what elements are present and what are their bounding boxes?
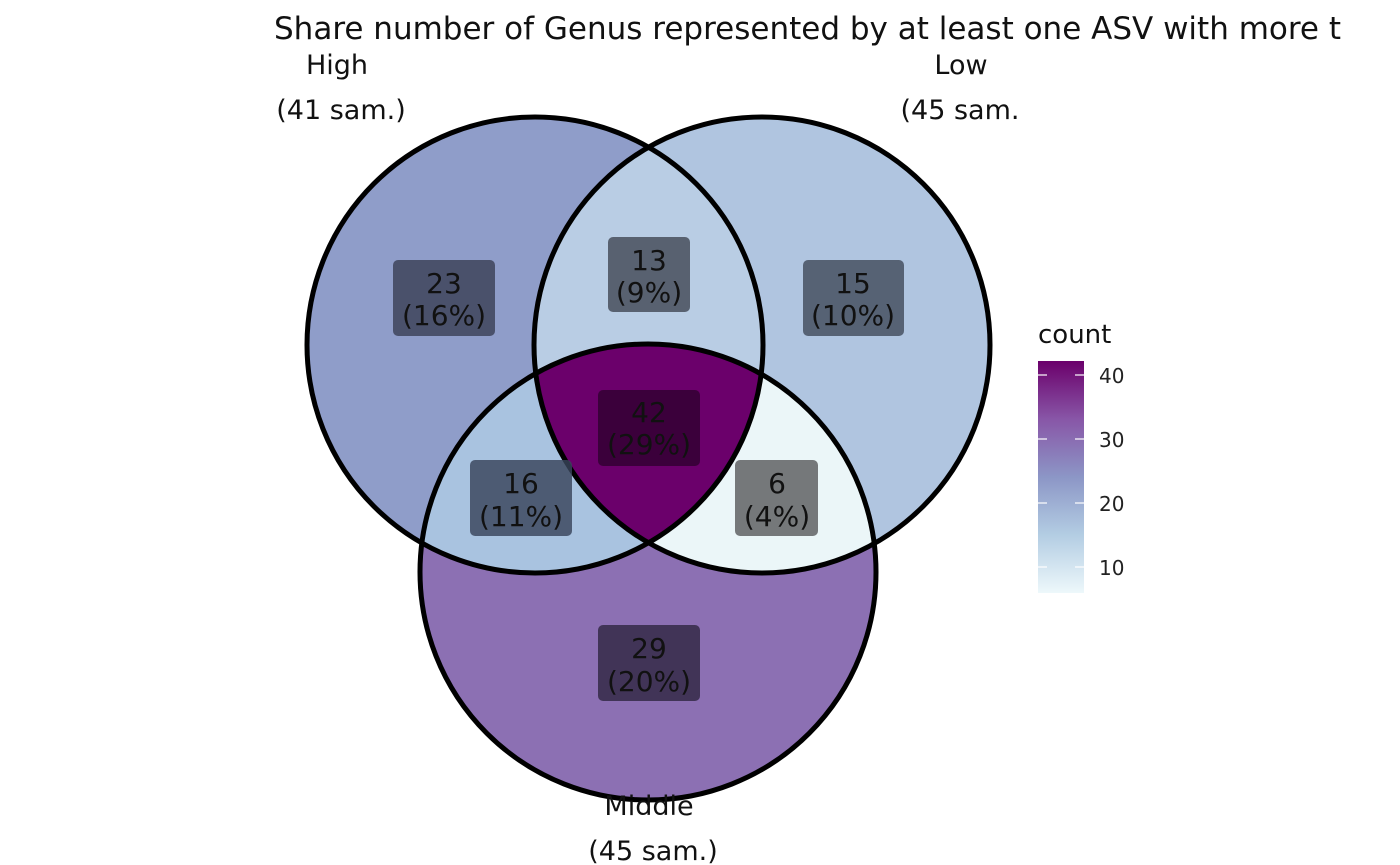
venn-outlines bbox=[304, 114, 993, 803]
legend-tick-label: 20 bbox=[1099, 492, 1124, 516]
legend-tick-label: 30 bbox=[1099, 428, 1124, 452]
label-box bbox=[735, 460, 818, 536]
region-count: 13 bbox=[631, 244, 667, 277]
circle-low bbox=[531, 114, 993, 576]
region-label-middle-only: 29 (20%) bbox=[598, 625, 700, 701]
region-label-high-only: 23 (16%) bbox=[393, 260, 495, 336]
legend-tick-label: 40 bbox=[1099, 364, 1124, 388]
set-label-low: Low (45 sam. bbox=[901, 50, 1020, 126]
label-box bbox=[470, 460, 572, 536]
region-count: 6 bbox=[768, 467, 786, 500]
region-count: 29 bbox=[631, 632, 667, 665]
region-percent: (16%) bbox=[402, 299, 486, 332]
label-box bbox=[608, 237, 690, 312]
label-box bbox=[803, 260, 904, 336]
set-name: Low bbox=[934, 50, 987, 81]
region-count: 23 bbox=[426, 267, 462, 300]
set-samples: (41 sam.) bbox=[276, 95, 406, 126]
legend-tick-label: 10 bbox=[1099, 556, 1124, 580]
region-percent: (4%) bbox=[744, 500, 810, 533]
legend-title: count bbox=[1038, 320, 1111, 350]
legend-tick-marks bbox=[1038, 374, 1084, 568]
region-percent: (29%) bbox=[607, 428, 691, 461]
set-label-middle: Middle (45 sam.) bbox=[588, 791, 718, 865]
set-label-high: High (41 sam.) bbox=[276, 50, 406, 126]
region-label-all-three: 42 (29%) bbox=[598, 390, 700, 466]
circle-high bbox=[304, 114, 766, 576]
region-count: 42 bbox=[631, 396, 667, 429]
set-samples: (45 sam.) bbox=[588, 836, 718, 865]
label-box bbox=[393, 260, 495, 336]
color-legend: count 40 30 20 10 bbox=[1038, 320, 1124, 593]
set-name: Middle bbox=[604, 791, 693, 822]
region-label-high-low: 13 (9%) bbox=[608, 237, 690, 312]
label-box bbox=[598, 390, 700, 466]
set-samples: (45 sam. bbox=[901, 95, 1020, 126]
region-count: 15 bbox=[835, 267, 871, 300]
chart-title: Share number of Genus represented by at … bbox=[274, 11, 1341, 47]
circle-middle bbox=[417, 341, 879, 803]
region-count: 16 bbox=[503, 467, 539, 500]
set-name: High bbox=[306, 50, 368, 81]
label-box bbox=[598, 625, 700, 701]
region-percent: (9%) bbox=[616, 276, 682, 309]
region-percent: (11%) bbox=[479, 500, 563, 533]
region-percent: (10%) bbox=[811, 299, 895, 332]
region-label-high-middle: 16 (11%) bbox=[470, 460, 572, 536]
region-label-low-only: 15 (10%) bbox=[803, 260, 904, 336]
region-percent: (20%) bbox=[607, 665, 691, 698]
legend-colorbar bbox=[1038, 361, 1084, 593]
region-label-low-middle: 6 (4%) bbox=[735, 460, 818, 536]
